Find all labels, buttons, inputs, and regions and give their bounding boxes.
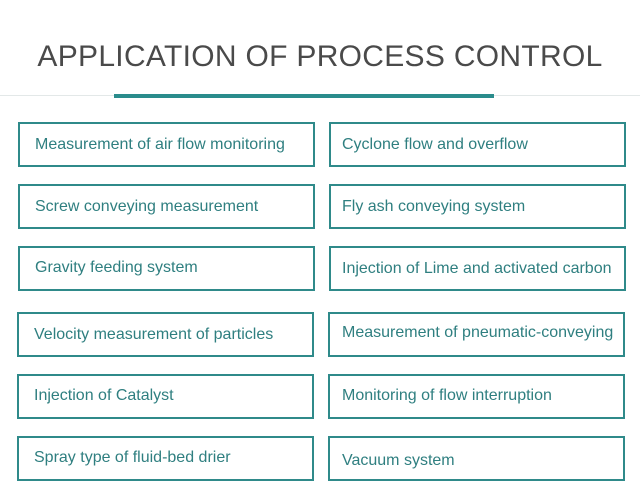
item-label: Measurement of pneumatic-conveying — [342, 324, 614, 341]
title-underline — [114, 94, 494, 98]
application-item: Injection of Lime and activated carbon — [329, 246, 626, 291]
application-item: Gravity feeding system — [18, 246, 315, 291]
application-item: Velocity measurement of particles — [17, 312, 314, 357]
item-label: Velocity measurement of particles — [34, 325, 274, 343]
item-label: Gravity feeding system — [35, 259, 198, 276]
page-title: APPLICATION OF PROCESS CONTROL — [37, 40, 603, 73]
application-item: Spray type of fluid-bed drier — [17, 436, 314, 481]
application-item: Fly ash conveying system — [329, 184, 626, 229]
item-label: Spray type of fluid-bed drier — [34, 449, 231, 466]
application-item: Measurement of air flow monitoring — [18, 122, 315, 167]
item-label: Injection of Catalyst — [34, 387, 174, 404]
application-item: Screw conveying measurement — [18, 184, 315, 229]
application-item: Vacuum system — [328, 436, 625, 481]
item-label: Monitoring of flow interruption — [342, 387, 552, 404]
item-label: Measurement of air flow monitoring — [35, 135, 285, 153]
application-item: Measurement of pneumatic-conveying — [328, 312, 625, 357]
item-label: Injection of Lime and activated carbon — [342, 259, 612, 277]
item-label: Cyclone flow and overflow — [342, 135, 528, 153]
item-label: Screw conveying measurement — [35, 197, 259, 215]
header: APPLICATION OF PROCESS CONTROL — [0, 0, 640, 96]
item-label: Vacuum system — [342, 452, 455, 469]
application-item: Cyclone flow and overflow — [329, 122, 626, 167]
application-item: Injection of Catalyst — [17, 374, 314, 419]
application-item: Monitoring of flow interruption — [328, 374, 625, 419]
item-label: Fly ash conveying system — [342, 197, 526, 215]
